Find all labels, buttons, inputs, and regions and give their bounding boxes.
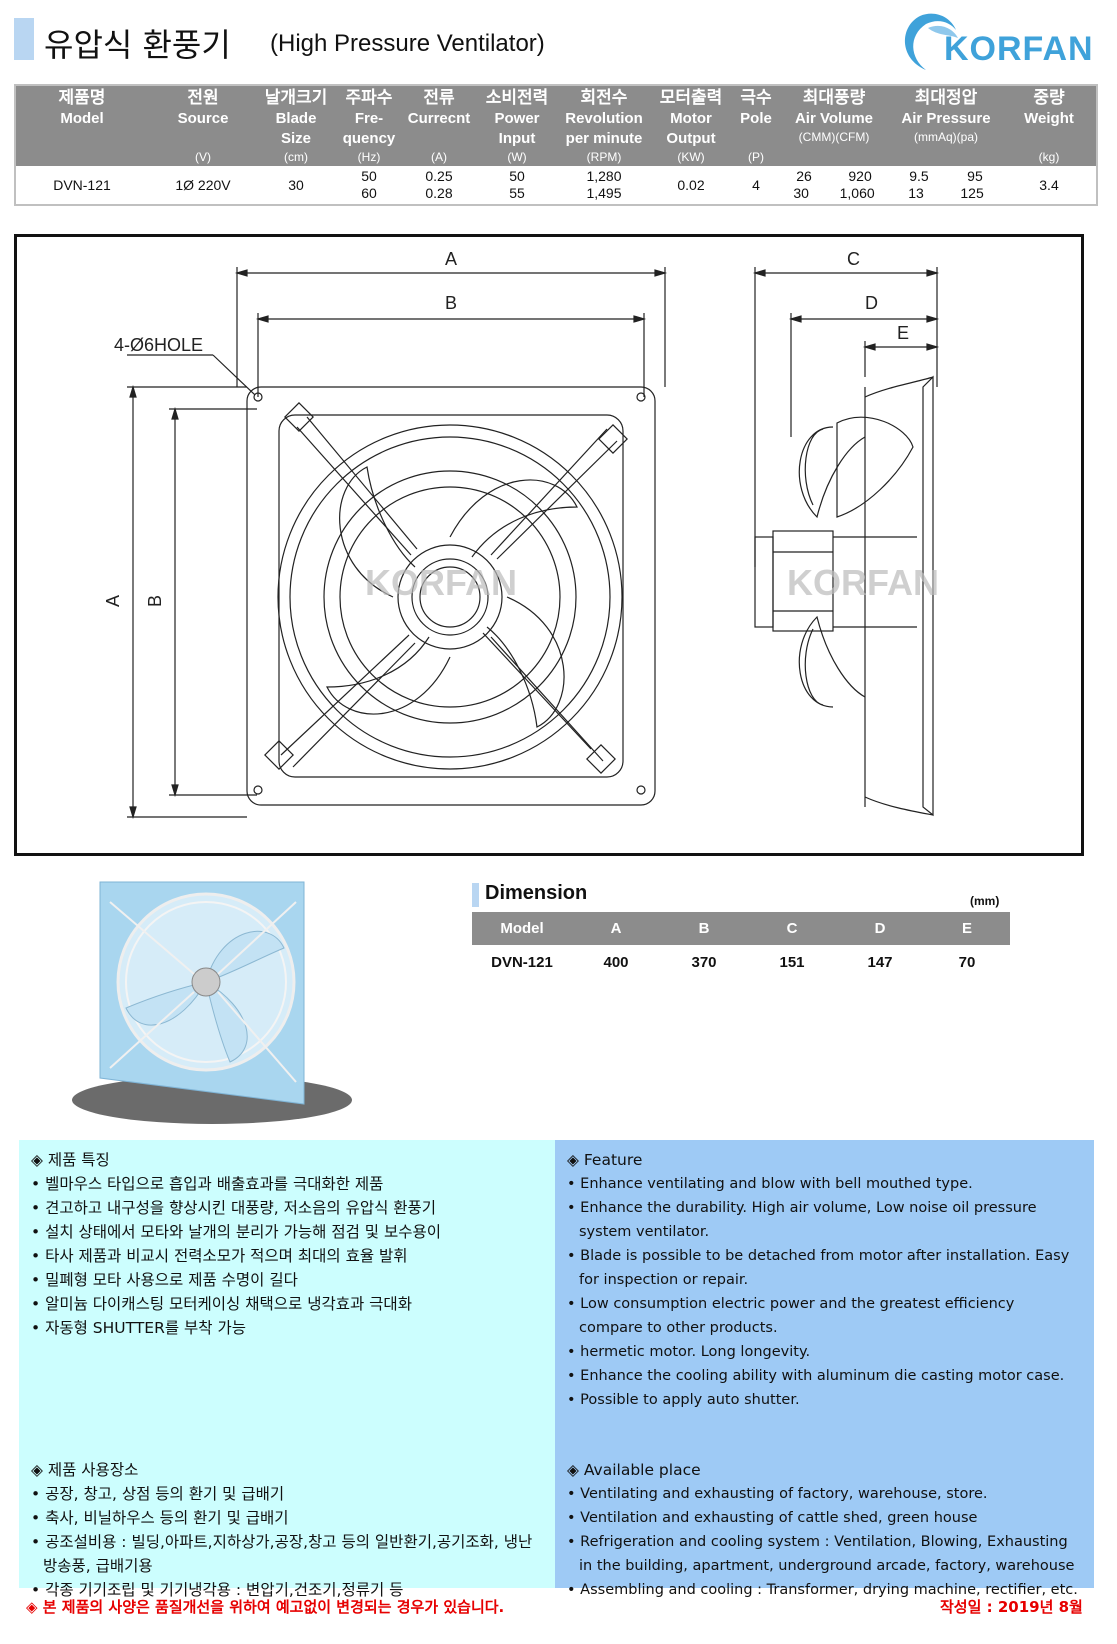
- dim-cell-d: 147: [867, 953, 893, 971]
- features-list-ko: 벨마우스 타입으로 흡입과 배출효과를 극대화한 제품 견고하고 내구성을 향상…: [31, 1172, 543, 1340]
- page-title-english: (High Pressure Ventilator): [270, 30, 545, 57]
- cell-source: 1Ø 220V: [175, 176, 231, 193]
- list-item: 밀폐형 모타 사용으로 제품 수명이 길다: [31, 1268, 543, 1292]
- list-item: 설치 상태에서 모타와 날개의 분리가 가능해 점검 및 보수용이: [31, 1220, 543, 1244]
- list-item: Blade is possible to be detached from mo…: [567, 1244, 1082, 1292]
- list-item: Enhance the durability. High air volume,…: [567, 1196, 1082, 1244]
- cell-pole: 4: [752, 176, 760, 193]
- hole-label: 4-Ø6HOLE: [114, 335, 203, 355]
- list-item: 타사 제품과 비교시 전력소모가 적으며 최대의 효율 발휘: [31, 1244, 543, 1268]
- dim-header-model: Model: [472, 912, 572, 945]
- list-item: Assembling and cooling : Transformer, dr…: [567, 1578, 1082, 1602]
- features-title-ko: ◈ 제품 특징: [31, 1151, 110, 1169]
- dimension-accent-bar: [472, 883, 479, 907]
- footer-date: 작성일 : 2019년 8월: [940, 1598, 1083, 1616]
- list-item: Enhance ventilating and blow with bell m…: [567, 1172, 1082, 1196]
- list-item: 공조설비용 : 빌딩,아파트,지하상가,공장,창고 등의 일반환기,공기조화, …: [31, 1530, 543, 1578]
- dim-header-d: D: [836, 912, 924, 945]
- list-item: 자동형 SHUTTER를 부착 가능: [31, 1316, 543, 1340]
- dim-label-a-top: A: [445, 249, 457, 269]
- dim-cell-b: 370: [691, 953, 717, 971]
- dim-header-c: C: [748, 912, 836, 945]
- features-panel-korean: ◈ 제품 특징 벨마우스 타입으로 흡입과 배출효과를 극대화한 제품 견고하고…: [19, 1140, 555, 1599]
- dim-cell-e: 70: [958, 953, 976, 971]
- features-panel-english: ◈ Feature Enhance ventilating and blow w…: [555, 1140, 1094, 1598]
- product-photo: [72, 881, 352, 1124]
- list-item: Refrigeration and cooling system : Venti…: [567, 1530, 1082, 1578]
- list-item: 축사, 비닐하우스 등의 환기 및 급배기: [31, 1506, 543, 1530]
- usage-list-en: Ventilating and exhausting of factory, w…: [567, 1482, 1082, 1602]
- dimension-unit: (mm): [970, 894, 1000, 908]
- dim-label-d: D: [865, 293, 878, 313]
- dim-label-a-left: A: [103, 595, 123, 607]
- list-item: Possible to apply auto shutter.: [567, 1388, 1082, 1412]
- watermark-side: KORFAN: [787, 562, 939, 603]
- usage-list-ko: 공장, 창고, 상점 등의 환기 및 급배기 축사, 비닐하우스 등의 환기 및…: [31, 1482, 543, 1602]
- list-item: 공장, 창고, 상점 등의 환기 및 급배기: [31, 1482, 543, 1506]
- list-item: hermetic motor. Long longevity.: [567, 1340, 1082, 1364]
- list-item: 견고하고 내구성을 향상시킨 대풍량, 저소음의 유압식 환풍기: [31, 1196, 543, 1220]
- list-item: Low consumption electric power and the g…: [567, 1292, 1082, 1340]
- dim-label-c: C: [847, 249, 860, 269]
- list-item: 각종 기기조립 및 기기냉각용 : 변압기,건조기,정류기 등: [31, 1578, 543, 1602]
- cell-weight: 3.4: [1039, 176, 1059, 193]
- watermark-front: KORFAN: [365, 562, 517, 603]
- list-item: 알미늄 다이캐스팅 모터케이싱 채택으로 냉각효과 극대화: [31, 1292, 543, 1316]
- dim-cell-model: DVN-121: [491, 953, 553, 971]
- cell-blade: 30: [288, 176, 304, 193]
- drawing-svg: A B 4-Ø6HOLE A B C D E KORFAN KORFAN: [103, 249, 940, 820]
- dim-header-a: A: [572, 912, 660, 945]
- list-item: 벨마우스 타입으로 흡입과 배출효과를 극대화한 제품: [31, 1172, 543, 1196]
- korfan-logo-icon: [904, 13, 958, 70]
- page-title-korean: 유압식 환풍기: [44, 26, 231, 64]
- dim-cell-a: 400: [603, 953, 629, 971]
- features-list-en: Enhance ventilating and blow with bell m…: [567, 1172, 1082, 1412]
- brand-name: KORFAN: [944, 30, 1094, 68]
- dim-label-e: E: [897, 323, 909, 343]
- dim-header-e: E: [924, 912, 1010, 945]
- dim-label-b-top: B: [445, 293, 457, 313]
- technical-drawing: A B 4-Ø6HOLE A B C D E KORFAN KORFAN: [14, 234, 1084, 856]
- dim-header-b: B: [660, 912, 748, 945]
- title-accent-bar: [14, 18, 34, 60]
- usage-title-en: ◈ Available place: [567, 1461, 701, 1479]
- cell-output: 0.02: [677, 176, 705, 193]
- list-item: Ventilation and exhausting of cattle she…: [567, 1506, 1082, 1530]
- features-title-en: ◈ Feature: [567, 1151, 643, 1169]
- dim-cell-c: 151: [779, 953, 805, 971]
- list-item: Enhance the cooling ability with aluminu…: [567, 1364, 1082, 1388]
- cell-model: DVN-121: [53, 176, 111, 193]
- table-row: DVN-121 400 370 151 147 70: [472, 945, 1010, 979]
- footer-notice: ◈ 본 제품의 사양은 품질개선을 위하여 예고없이 변경되는 경우가 있습니다…: [26, 1598, 505, 1616]
- dimension-table: Model A B C D E DVN-121 400 370 151 147 …: [472, 912, 1010, 979]
- usage-title-ko: ◈ 제품 사용장소: [31, 1461, 139, 1479]
- dimension-title: Dimension: [485, 882, 588, 904]
- dim-label-b-left: B: [145, 595, 165, 607]
- list-item: Ventilating and exhausting of factory, w…: [567, 1482, 1082, 1506]
